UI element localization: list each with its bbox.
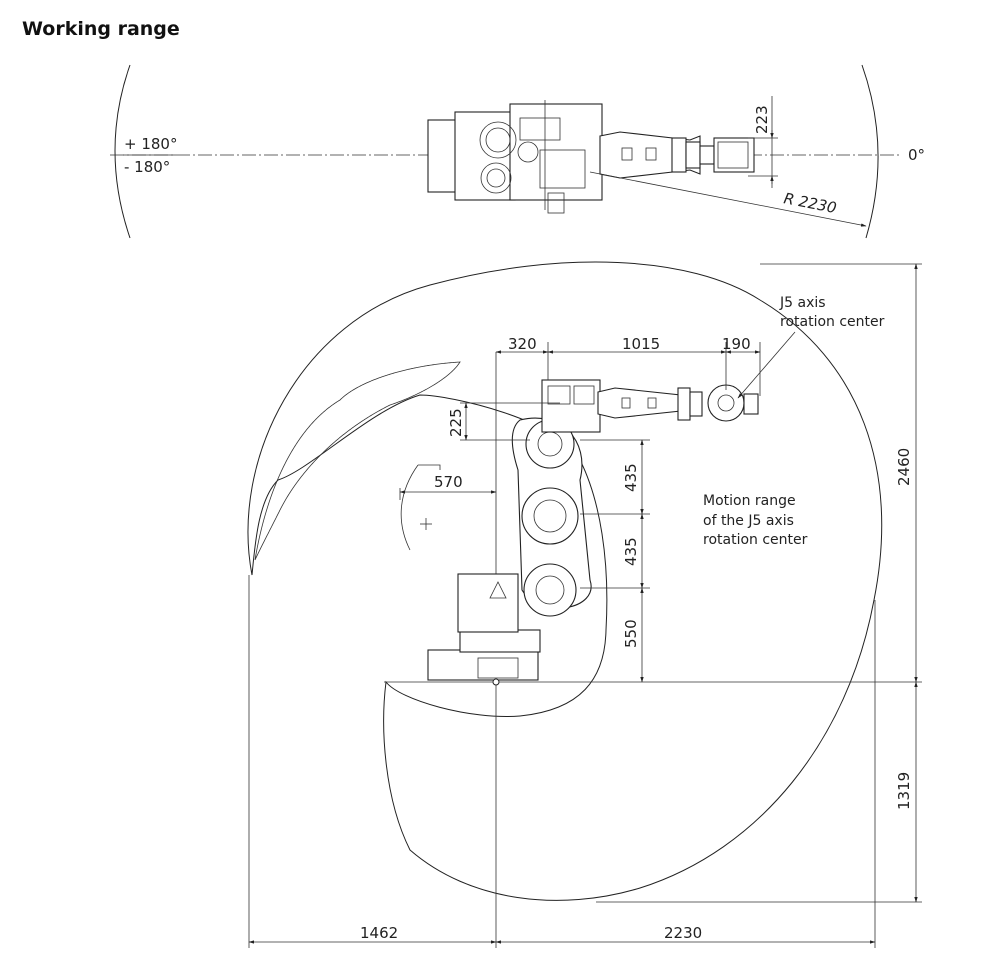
dim-1015: 1015 (622, 335, 660, 353)
rotation-limit-arc-left (114, 64, 131, 239)
angle-plus-label: + 180° (124, 135, 177, 153)
side-view: 320 1015 190 225 570 435 435 550 2460 13… (247, 261, 922, 948)
angle-minus-label: - 180° (124, 158, 170, 176)
radius-label: R 2230 (782, 189, 838, 217)
dim-223: 223 (753, 105, 771, 134)
dim-1319: 1319 (895, 772, 913, 810)
j5-leader-line (737, 331, 796, 399)
dim-550: 550 (622, 619, 640, 648)
dim-190: 190 (722, 335, 751, 353)
dim-435-lower: 435 (622, 537, 640, 566)
dim-1462: 1462 (360, 924, 398, 942)
j5-callout: J5 axis rotation center (779, 295, 885, 330)
dim-225: 225 (447, 408, 465, 437)
top-view: 223 R 2230 + 180° - 180° 0° (110, 64, 925, 239)
dim-2230: 2230 (664, 924, 702, 942)
radius-line (589, 171, 867, 227)
dim-435-upper: 435 (622, 463, 640, 492)
inner-envelope (254, 361, 461, 561)
rotation-limit-arc-right (861, 64, 879, 239)
page-title: Working range (22, 18, 180, 40)
motion-range-callout: Motion range of the J5 axis rotation cen… (703, 493, 808, 548)
dim-2460: 2460 (895, 448, 913, 486)
dim-570: 570 (434, 473, 463, 491)
angle-zero-label: 0° (908, 146, 925, 164)
dim-320: 320 (508, 335, 537, 353)
robot-top-view (427, 100, 755, 214)
work-envelope-outline (247, 261, 883, 901)
robot-side-view (400, 379, 759, 681)
